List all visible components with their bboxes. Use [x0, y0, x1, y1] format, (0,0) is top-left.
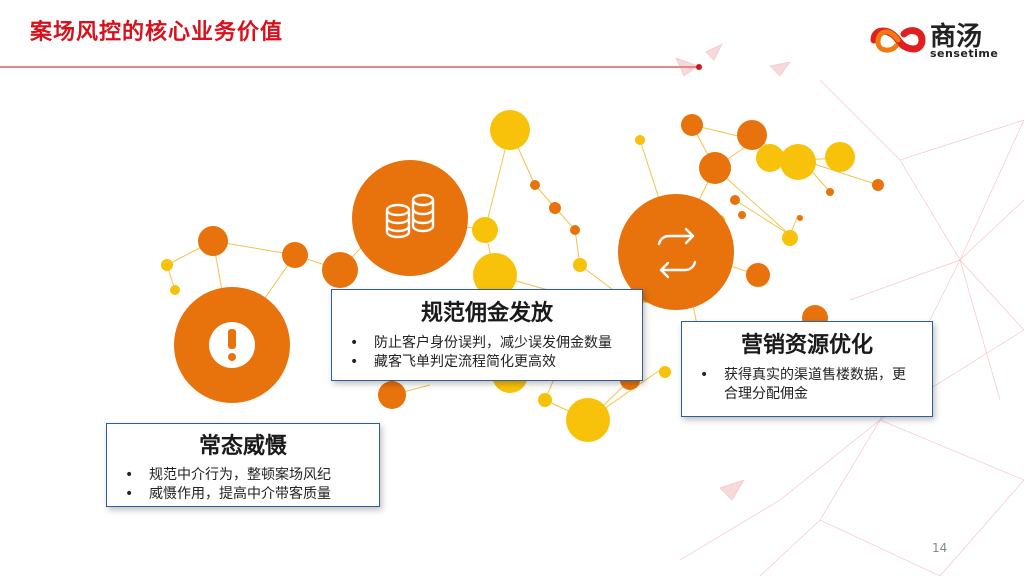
list-item: 防止客户身份误判，减少误发佣金数量	[332, 334, 642, 353]
card-title: 规范佣金发放	[420, 301, 553, 326]
background-mesh	[675, 43, 1024, 576]
page-number: 14	[932, 541, 948, 555]
logo-mark-icon	[870, 27, 926, 53]
list-item: 威慑作用，提高中介带客质量	[107, 485, 379, 504]
logo-name-cn: 商汤	[930, 22, 983, 52]
card-bullets: 规范中介行为，整顿案场风纪 威慑作用，提高中介带客质量	[107, 466, 379, 504]
divider-dot	[696, 64, 702, 70]
list-item: 规范中介行为，整顿案场风纪	[107, 466, 379, 485]
card-title: 常态威慑	[198, 434, 287, 459]
logo-name-en: sensetime	[930, 47, 999, 60]
list-item: 藏客飞单判定流程简化更高效	[332, 353, 642, 372]
refresh-arrows-icon	[657, 227, 697, 279]
card-bullets: 防止客户身份误判，减少误发佣金数量 藏客飞单判定流程简化更高效	[332, 334, 642, 372]
coins-icon	[385, 193, 435, 239]
sensetime-logo: 商汤 sensetime	[868, 14, 1008, 64]
page-title: 案场风控的核心业务价值	[30, 20, 284, 45]
card-commission: 规范佣金发放 防止客户身份误判，减少误发佣金数量 藏客飞单判定流程简化更高效	[331, 289, 643, 381]
card-deterrence: 常态威慑 规范中介行为，整顿案场风纪 威慑作用，提高中介带客质量	[106, 423, 380, 507]
title-divider	[0, 66, 700, 68]
exclamation-icon	[209, 322, 255, 368]
card-title: 营销资源优化	[740, 333, 873, 358]
card-marketing: 营销资源优化 获得真实的渠道售楼数据，更 合理分配佣金	[681, 321, 933, 417]
list-item: 获得真实的渠道售楼数据，更	[682, 366, 932, 385]
list-item-continuation: 合理分配佣金	[724, 386, 808, 402]
card-bullets: 获得真实的渠道售楼数据，更 合理分配佣金	[682, 366, 932, 404]
